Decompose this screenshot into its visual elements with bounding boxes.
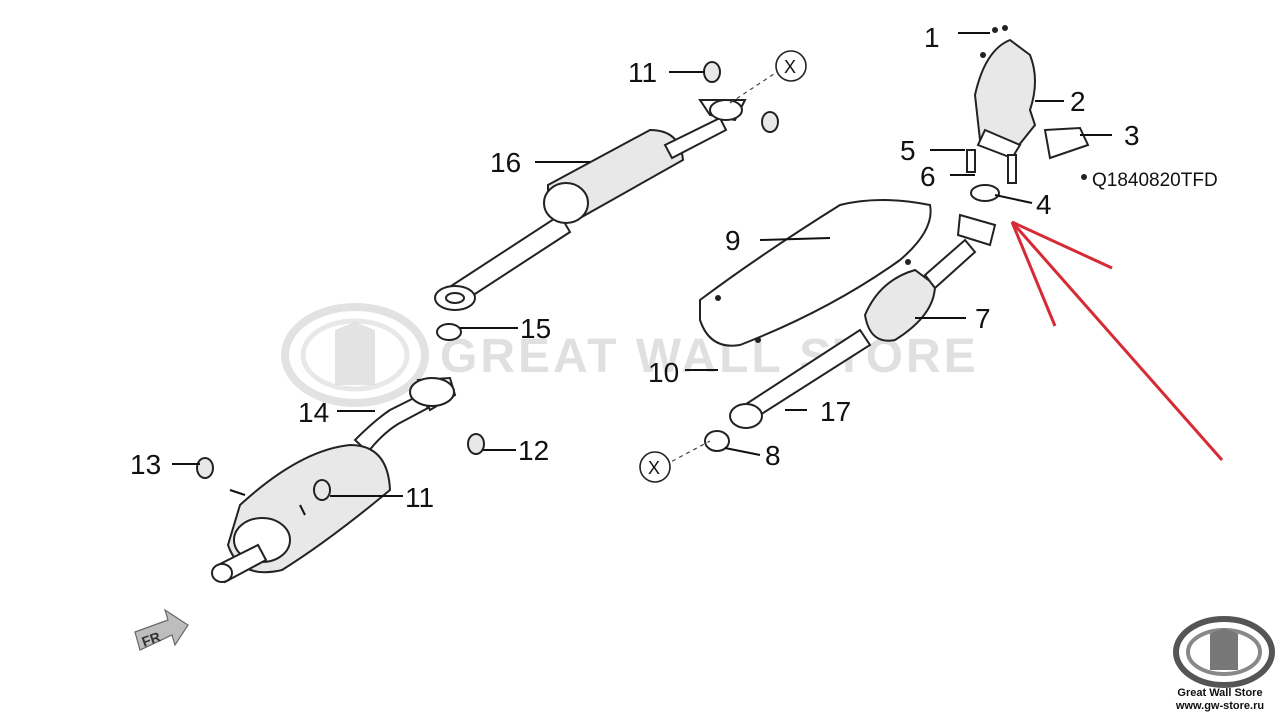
red-pointer-arrow <box>1010 220 1224 461</box>
svg-text:X: X <box>648 458 660 478</box>
brand-name: Great Wall Store <box>1177 687 1263 699</box>
callout-6: 6 <box>920 161 936 192</box>
callout-11-upper: 11 <box>628 57 657 88</box>
connection-mark-upper: X <box>775 50 807 82</box>
front-pipe-catalyst <box>704 213 997 452</box>
hangers <box>196 61 779 501</box>
connection-mark-lower: X <box>639 451 671 483</box>
front-direction-arrow: FR <box>134 608 189 651</box>
callout-12: 12 <box>518 435 549 466</box>
callout-7: 7 <box>975 303 991 334</box>
callout-1: 1 <box>924 22 940 53</box>
svg-text:FR: FR <box>140 628 163 649</box>
heat-shield <box>699 199 932 347</box>
callout-11-lower: 11 <box>405 482 434 513</box>
callout-5: 5 <box>900 135 916 166</box>
part-code-label: Q1840820TFD <box>1092 170 1218 191</box>
center-muffler-assembly <box>434 99 747 311</box>
brand-logo <box>1173 616 1275 688</box>
callout-4: 4 <box>1036 189 1052 220</box>
callout-16: 16 <box>490 147 521 178</box>
exhaust-manifold-assembly <box>966 25 1090 202</box>
callout-10: 10 <box>648 357 679 388</box>
callout-3: 3 <box>1124 120 1140 151</box>
svg-text:X: X <box>784 57 796 77</box>
callout-9: 9 <box>725 225 741 256</box>
callout-2: 2 <box>1070 86 1086 117</box>
callout-8: 8 <box>765 440 781 471</box>
callout-17: 17 <box>820 396 851 427</box>
rear-muffler-assembly <box>211 376 457 584</box>
brand-url: www.gw-store.ru <box>1175 700 1265 712</box>
callout-15: 15 <box>520 313 551 344</box>
callout-14: 14 <box>298 397 329 428</box>
leader-lines <box>172 32 1112 497</box>
brand-block: Great Wall Store www.gw-store.ru <box>1168 687 1272 713</box>
callout-13: 13 <box>130 449 161 480</box>
